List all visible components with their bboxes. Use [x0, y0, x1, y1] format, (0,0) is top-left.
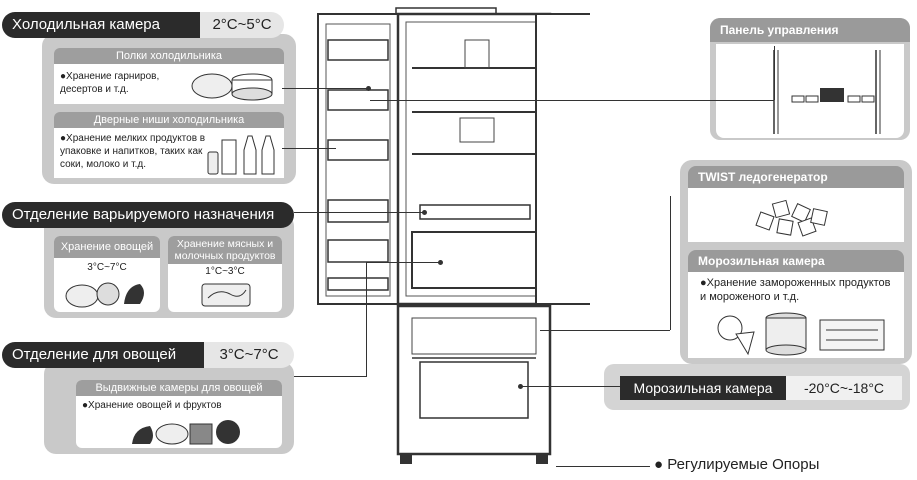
door-bins-head: Дверные ниши холодильника: [54, 112, 284, 128]
fridge-temp: 2°C~5°C: [200, 12, 284, 38]
veg-storage-card: Хранение овощей 3°C~7°C: [54, 236, 160, 312]
fruits-icon: [132, 420, 240, 445]
ice-maker-title: TWIST ледогенератор: [698, 170, 828, 184]
shelves-body: ●Хранение гарниров, десертов и т.д.: [54, 64, 284, 104]
marker-fridge-shelf: [366, 86, 371, 91]
leader-ice-h: [540, 330, 670, 331]
door-bins-text: ●Хранение мелких продуктов в упаковке и …: [60, 133, 206, 170]
freezer-box-text: ●Хранение замороженных продуктов и морож…: [700, 277, 891, 303]
meat-icon: [201, 283, 251, 307]
veg-storage-head: Хранение овощей: [54, 236, 160, 258]
dessert-icon: [191, 73, 273, 101]
meat-storage-card: Хранение мясных и молочных продуктов 1°C…: [168, 236, 282, 312]
drinks-icon: [207, 135, 275, 175]
legs-label: ● Регулируемые Опоры: [654, 456, 820, 473]
leader-fridge-shelf: [282, 88, 368, 89]
leader-legs: [556, 466, 650, 467]
variable-title: Отделение варьируемого назначения: [2, 202, 294, 228]
fridge-title: Холодильная камера: [2, 12, 200, 38]
freezer-box-title: Морозильная камера: [698, 254, 825, 268]
vegetable-title: Отделение для овощей: [2, 342, 204, 368]
shelves-head: Полки холодильника: [54, 48, 284, 64]
leader-variable: [294, 212, 424, 213]
display-icon: [773, 50, 881, 134]
marker-freezer: [518, 384, 523, 389]
ice-freezer-section: TWIST ледогенератор Морозильная камера ●…: [680, 160, 912, 364]
leader-veg-h: [294, 376, 367, 377]
door-bins-body: ●Хранение мелких продуктов в упаковке и …: [54, 128, 284, 178]
door-bins-card: Дверные ниши холодильника ●Хранение мелк…: [54, 112, 284, 178]
leader-freezer: [520, 386, 620, 387]
veg-storage-temp: 3°C~7°C: [87, 262, 127, 273]
leader-control-h: [370, 100, 774, 101]
control-panel-section: Панель управления: [710, 18, 910, 140]
freezer-box-body: ●Хранение замороженных продуктов и морож…: [688, 272, 904, 358]
vegetables-icon: [65, 282, 144, 308]
ice-maker-head: TWIST ледогенератор: [688, 166, 904, 188]
control-panel-head: Панель управления: [710, 18, 910, 42]
ice-cream-icon: [717, 312, 885, 356]
freezer-box-head: Морозильная камера: [688, 250, 904, 272]
vegetable-temp: 3°C~7°C: [204, 342, 294, 368]
marker-veg: [438, 260, 443, 265]
leader-ice-v: [670, 196, 671, 330]
control-panel-title: Панель управления: [720, 23, 839, 37]
leader-control-v: [774, 46, 775, 100]
ice-maker-body: [688, 188, 904, 242]
marker-variable: [422, 210, 427, 215]
leader-fridge-door: [282, 148, 336, 149]
meat-storage-temp: 1°C~3°C: [205, 266, 245, 277]
freezer-temp: -20°C~-18°C: [786, 376, 902, 400]
leader-veg-to-drawer: [366, 262, 440, 263]
veg-drawers-text: ●Хранение овощей и фруктов: [82, 400, 222, 411]
control-panel-view: [716, 44, 904, 138]
veg-drawers-card: Выдвижные камеры для овощей ●Хранение ов…: [76, 380, 282, 448]
leader-veg-v: [366, 262, 367, 376]
meat-storage-head: Хранение мясных и молочных продуктов: [168, 236, 282, 264]
fridge-illustration: [317, 7, 590, 464]
freezer-title: Морозильная камера: [620, 376, 786, 400]
ice-cubes-icon: [755, 199, 828, 237]
shelves-card: Полки холодильника ●Хранение гарниров, д…: [54, 48, 284, 104]
shelves-text: ●Хранение гарниров, десертов и т.д.: [60, 71, 160, 95]
fridge-section: Холодильная камера 2°C~5°C Полки холодил…: [2, 4, 298, 186]
veg-drawers-head: Выдвижные камеры для овощей: [76, 380, 282, 396]
